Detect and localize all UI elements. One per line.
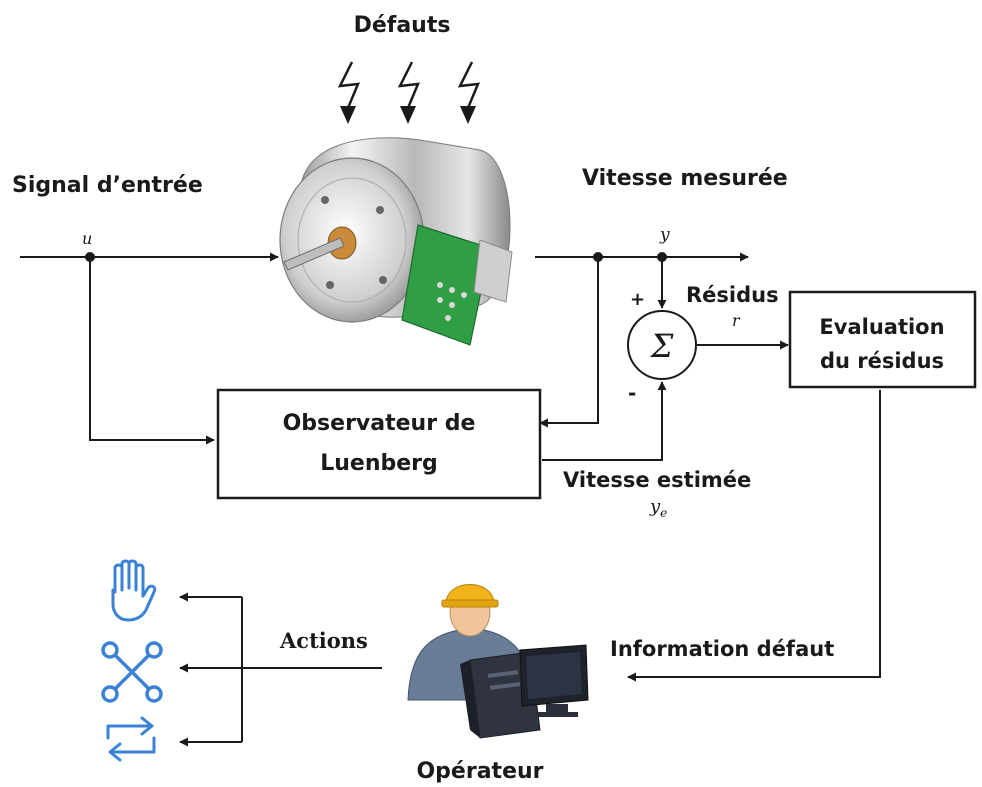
fault-information-label: Information défaut	[610, 637, 834, 661]
operator-at-computer-icon	[407, 584, 589, 739]
faults-label: Défauts	[354, 13, 451, 38]
residuals-label: Résidus	[686, 283, 779, 307]
junction-dot	[593, 252, 603, 262]
lightning-bolt-icon	[397, 61, 420, 124]
hand-stop-icon	[111, 559, 157, 622]
estimated-ye-symbol: ye	[649, 496, 667, 520]
junction-dot	[657, 252, 667, 262]
evaluation-block	[788, 290, 977, 389]
signal-lines	[20, 252, 881, 747]
observer-block	[216, 388, 542, 500]
observer-label-line2: Luenberg	[320, 451, 438, 476]
observer-label-line1: Observateur de	[283, 411, 476, 436]
minus-sign: -	[628, 381, 636, 405]
actions-label: Actions	[279, 628, 368, 653]
swap-arrows-icon	[106, 716, 156, 762]
summing-junction	[627, 310, 697, 380]
output-y-symbol: y	[659, 225, 670, 245]
lightning-bolt-icon	[457, 61, 480, 124]
plus-sign: +	[630, 289, 645, 310]
residual-r-symbol: r	[732, 311, 741, 330]
junction-dot	[85, 252, 95, 262]
input-u-symbol: u	[82, 229, 92, 248]
estimated-speed-label: Vitesse estimée	[563, 468, 751, 492]
lightning-bolt-icon	[337, 61, 360, 124]
measured-speed-label: Vitesse mesurée	[582, 166, 788, 191]
input-signal-label: Signal d’entrée	[12, 173, 203, 198]
evaluation-label-line2: du résidus	[820, 349, 944, 373]
tools-icon	[101, 641, 163, 703]
sigma-symbol: Σ	[650, 327, 674, 365]
operator-label: Opérateur	[416, 759, 543, 784]
evaluation-label-line1: Evaluation	[819, 315, 944, 339]
motor-icon	[279, 137, 513, 346]
